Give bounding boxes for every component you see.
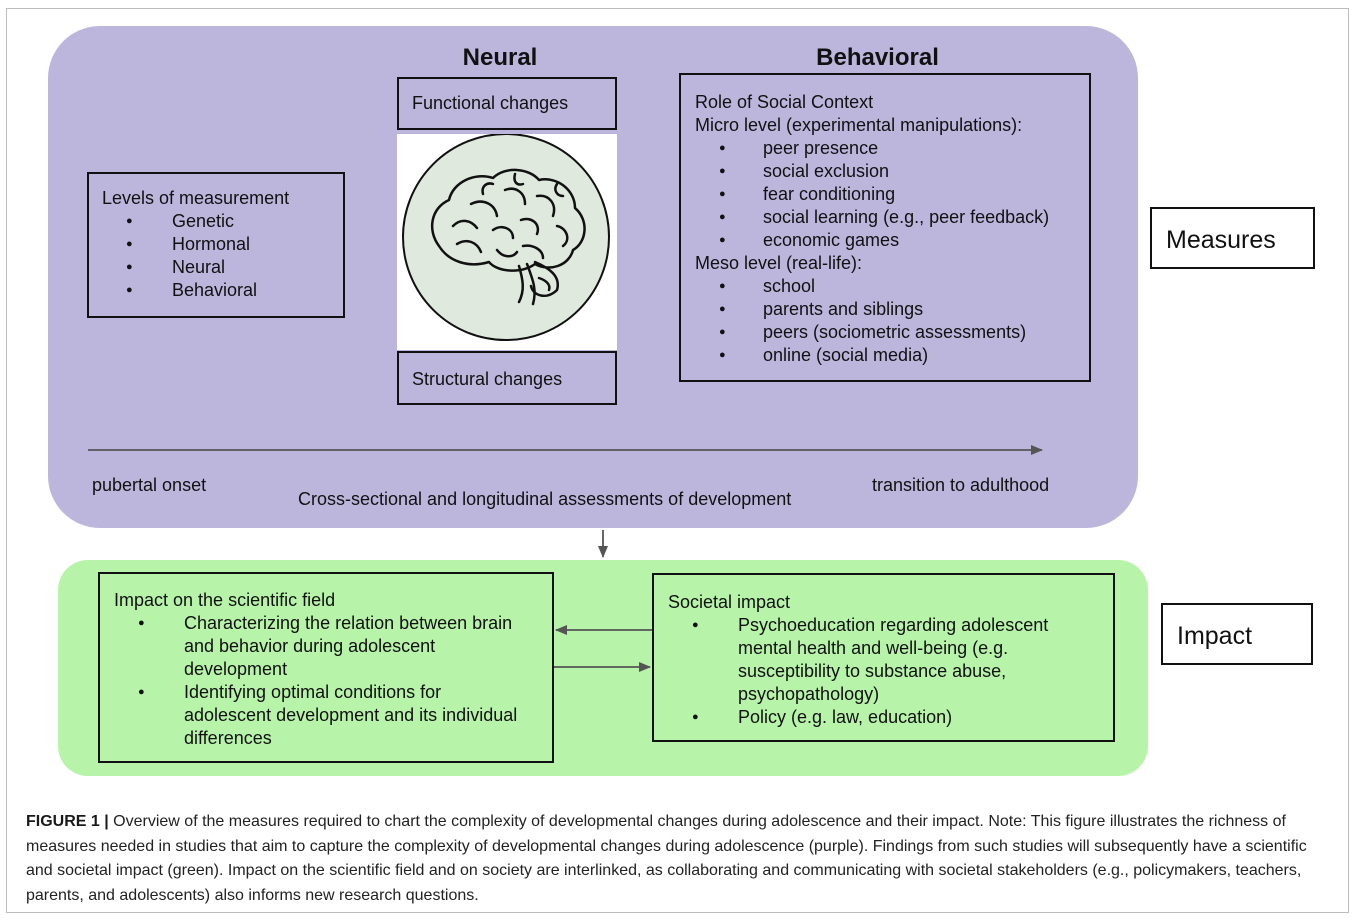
meso-level-list: schoolparents and siblingspeers (sociome… xyxy=(695,275,1089,367)
levels-title: Levels of measurement xyxy=(102,188,290,208)
measures-label-box: Measures xyxy=(1150,207,1315,269)
scientific-impact-item-line: Identifying optimal conditions for xyxy=(184,682,442,702)
societal-impact-box: Societal impact Psychoeducation regardin… xyxy=(652,573,1115,742)
timeline-end-label: transition to adulthood xyxy=(872,475,1050,495)
meso-level-item: school xyxy=(695,275,1089,298)
societal-impact-item-line: psychopathology) xyxy=(738,684,880,704)
scientific-impact-title: Impact on the scientific field xyxy=(114,590,336,610)
levels-of-measurement-box: Levels of measurement GeneticHormonalNeu… xyxy=(87,172,345,318)
societal-impact-title: Societal impact xyxy=(668,592,791,612)
levels-list: GeneticHormonalNeuralBehavioral xyxy=(102,210,343,302)
micro-level-item: economic games xyxy=(695,229,1089,252)
structural-changes-box: Structural changes xyxy=(397,351,617,405)
timeline-caption: Cross-sectional and longitudinal assessm… xyxy=(298,489,792,509)
societal-impact-item: Psychoeducation regarding adolescent ment… xyxy=(668,614,1113,706)
meso-level-item: peers (sociometric assessments) xyxy=(695,321,1089,344)
micro-level-item: social learning (e.g., peer feedback) xyxy=(695,206,1089,229)
scientific-impact-box: Impact on the scientific field Character… xyxy=(98,572,554,763)
micro-level-list: peer presencesocial exclusionfear condit… xyxy=(695,137,1089,252)
societal-impact-item-line: Policy (e.g. law, education) xyxy=(738,707,953,727)
social-context-label: Role of Social Context xyxy=(695,92,874,112)
micro-level-item: peer presence xyxy=(695,137,1089,160)
micro-level-item: social exclusion xyxy=(695,160,1089,183)
functional-changes-box: Functional changes xyxy=(397,77,617,130)
figure-caption: FIGURE 1 | Overview of the measures requ… xyxy=(26,810,1326,908)
levels-list-item: Hormonal xyxy=(102,233,343,256)
scientific-impact-list: Characterizing the relation between brai… xyxy=(114,612,552,750)
scientific-impact-item: Characterizing the relation between brai… xyxy=(114,612,552,681)
societal-impact-item-line: mental health and well-being (e.g. xyxy=(738,638,1009,658)
measures-label: Measures xyxy=(1166,226,1276,254)
societal-impact-item-line: susceptibility to substance abuse, xyxy=(738,661,1007,681)
scientific-impact-item-line: adolescent development and its individua… xyxy=(184,705,518,725)
societal-impact-item: Policy (e.g. law, education) xyxy=(668,706,1113,729)
scientific-impact-item: Identifying optimal conditions for adoles… xyxy=(114,681,552,750)
micro-level-title: Micro level (experimental manipulations)… xyxy=(695,115,1023,135)
meso-level-item: online (social media) xyxy=(695,344,1089,367)
behavioral-measures-box: Role of Social Context Micro level (expe… xyxy=(679,73,1091,382)
levels-list-item: Genetic xyxy=(102,210,343,233)
scientific-impact-item-line: differences xyxy=(184,728,272,748)
meso-level-title: Meso level (real-life): xyxy=(695,253,863,273)
scientific-impact-item-line: development xyxy=(184,659,288,679)
figure-label: FIGURE 1 | xyxy=(26,813,109,830)
impact-label: Impact xyxy=(1177,622,1253,650)
meso-level-item: parents and siblings xyxy=(695,298,1089,321)
societal-impact-list: Psychoeducation regarding adolescent ment… xyxy=(668,614,1113,729)
scientific-impact-item-line: and behavior during adolescent xyxy=(184,636,436,656)
impact-label-box: Impact xyxy=(1161,603,1313,665)
societal-impact-item-line: Psychoeducation regarding adolescent xyxy=(738,615,1049,635)
micro-level-item: fear conditioning xyxy=(695,183,1089,206)
timeline-start-label: pubertal onset xyxy=(92,475,207,495)
scientific-impact-item-line: Characterizing the relation between brai… xyxy=(184,613,513,633)
neural-heading: Neural xyxy=(462,44,538,71)
figure-frame xyxy=(6,8,1349,913)
brain-icon xyxy=(402,133,610,341)
behavioral-heading: Behavioral xyxy=(816,44,939,71)
levels-list-item: Behavioral xyxy=(102,279,343,302)
brain-image xyxy=(397,133,617,350)
functional-changes-label: Functional changes xyxy=(412,93,569,113)
structural-changes-label: Structural changes xyxy=(412,369,563,389)
levels-list-item: Neural xyxy=(102,256,343,279)
figure-caption-text: Overview of the measures required to cha… xyxy=(26,813,1307,904)
